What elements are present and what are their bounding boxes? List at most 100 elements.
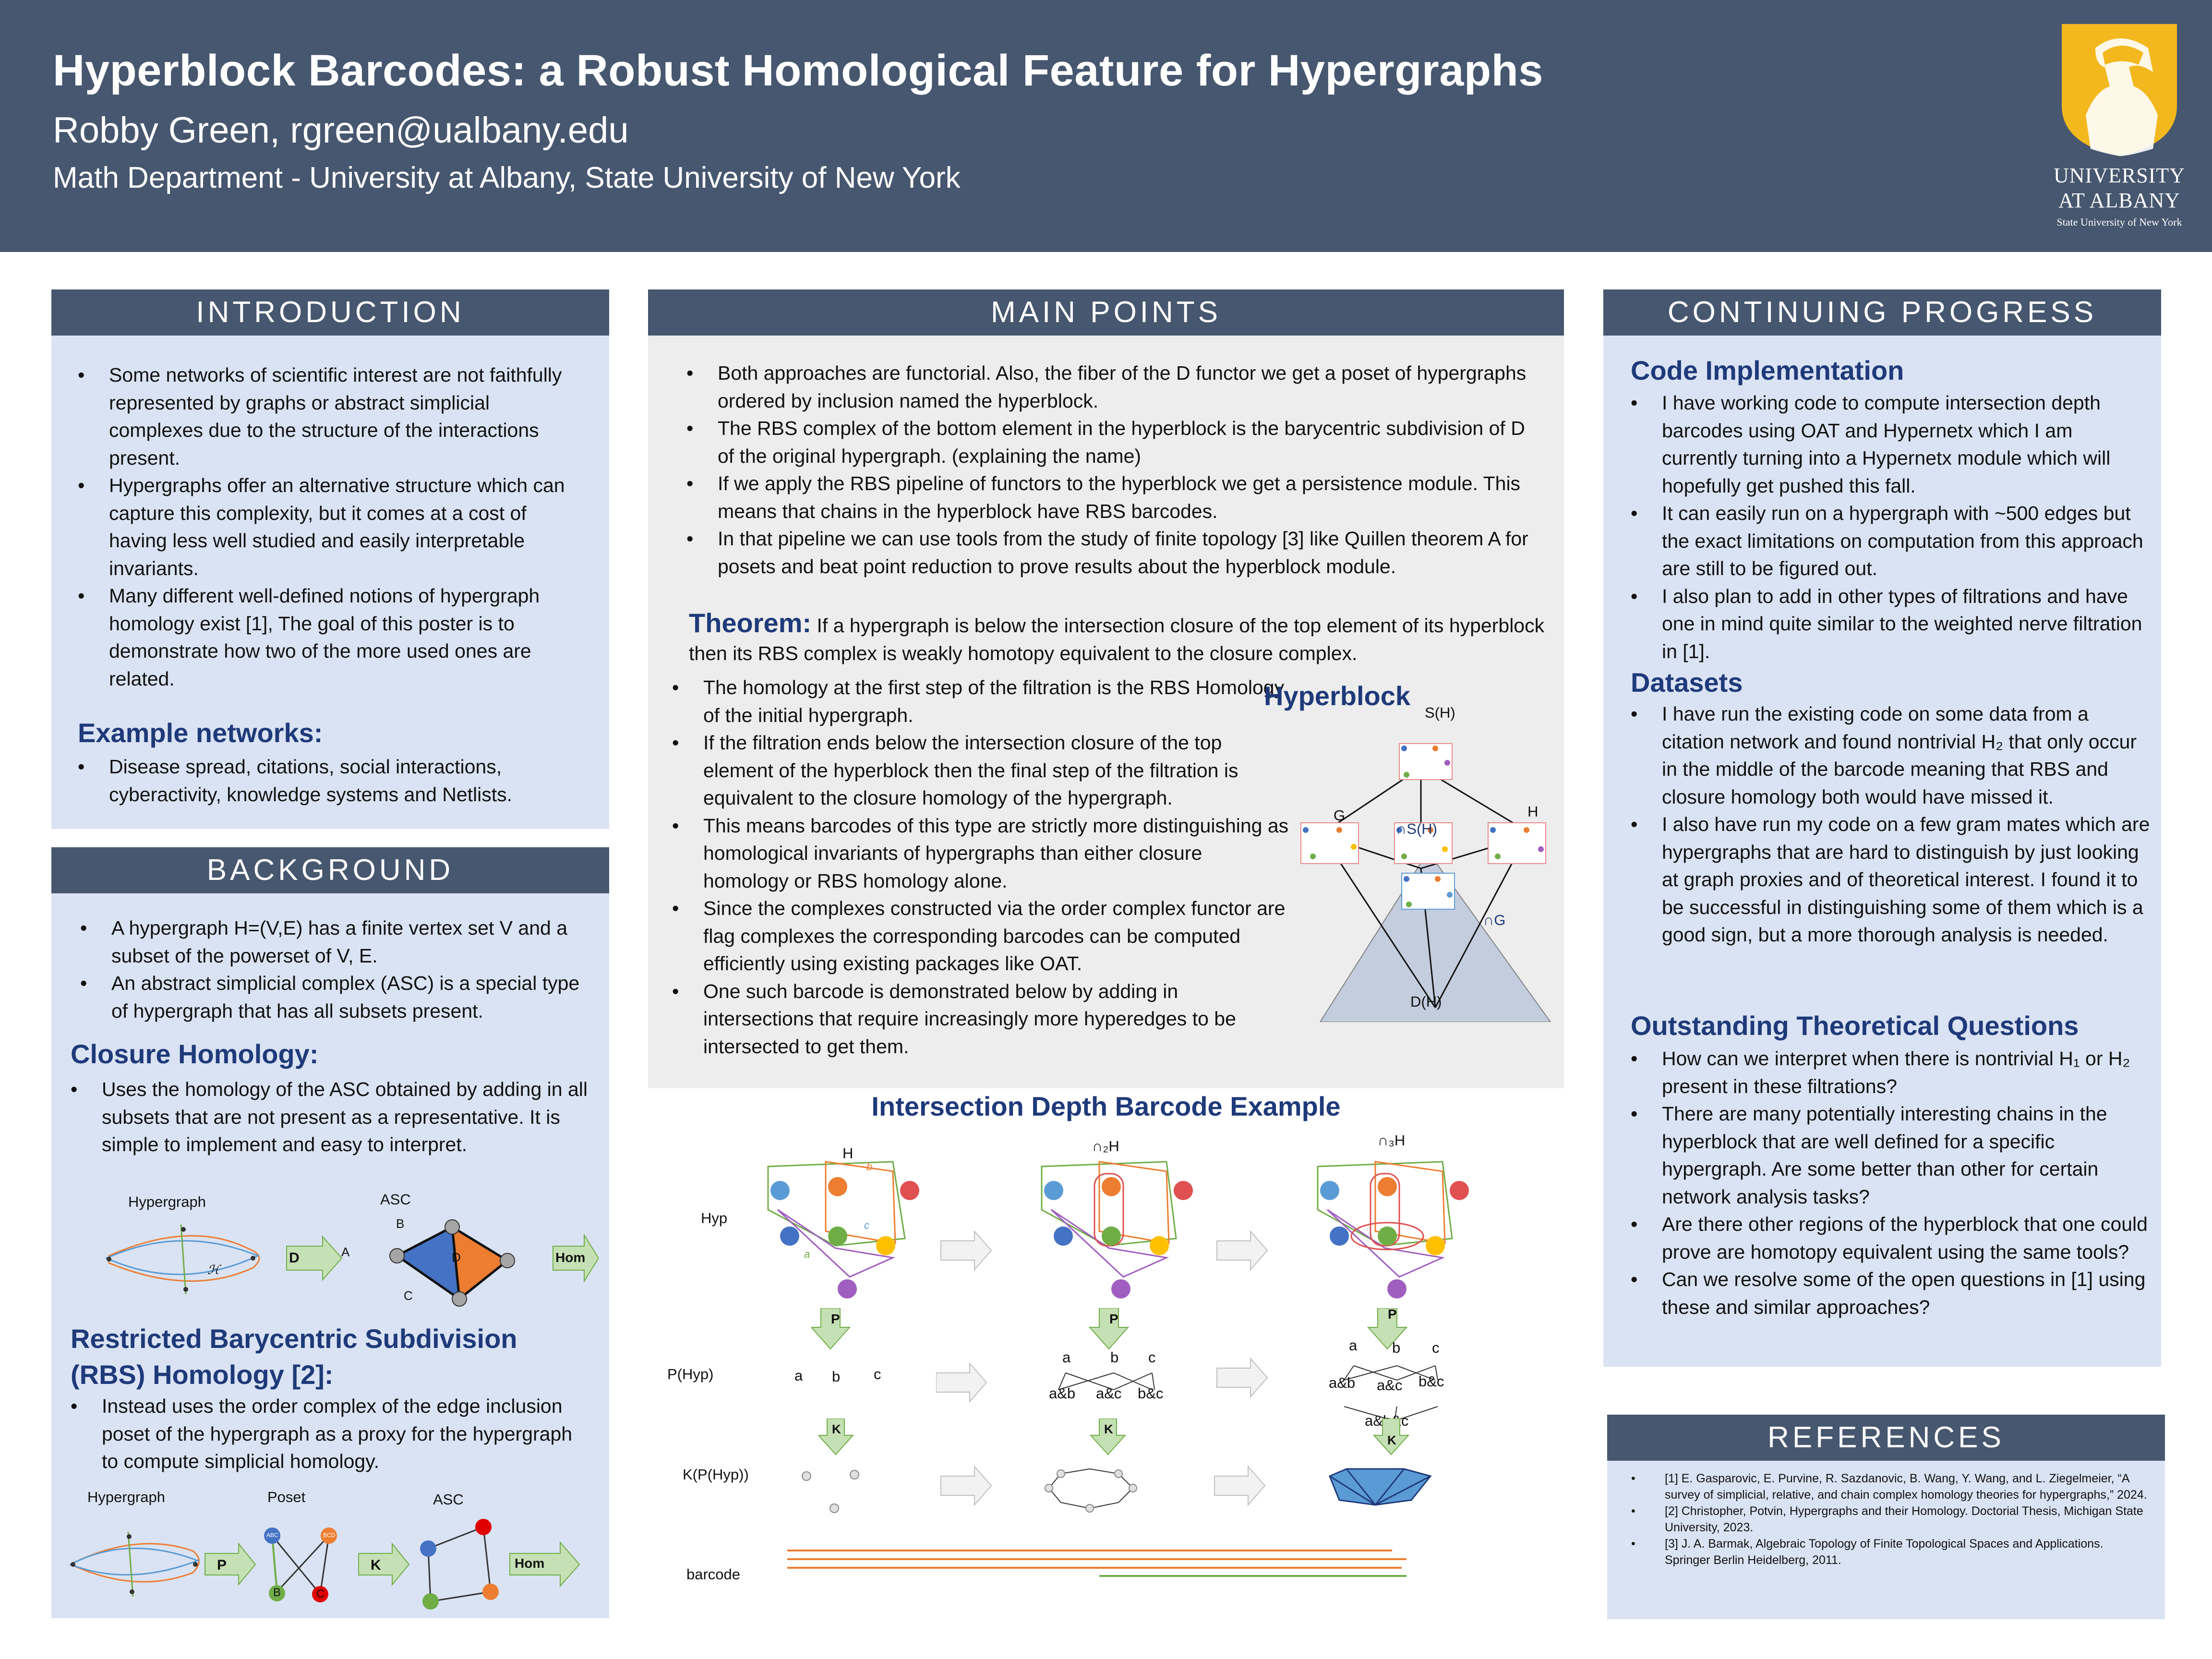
complex-2 <box>1045 1468 1137 1513</box>
rbs-heading: Restricted Barycentric Subdivision (RBS)… <box>71 1321 517 1393</box>
main-points-panel: Both approaches are functorial. Also, th… <box>648 336 1564 1088</box>
right-arrow-icon <box>553 1233 599 1283</box>
poset2-ac: a&c <box>1096 1385 1122 1402</box>
down-arrow-icon <box>811 1308 851 1350</box>
hom-label-2: Hom <box>515 1556 545 1571</box>
right-arrow-icon <box>940 1230 992 1271</box>
right-arrow-icon <box>204 1542 256 1586</box>
functor-d-label: D <box>289 1250 300 1266</box>
rbs-diagram <box>69 1519 580 1610</box>
hypergraph-intersect2 <box>1041 1161 1193 1298</box>
questions-bullets: How can we interpret when there is nontr… <box>1631 1045 2149 1321</box>
closure-bullets: Uses the homology of the ASC obtained by… <box>71 1076 589 1159</box>
logo-suny-text: State University of New York <box>2056 216 2182 228</box>
diagram2-poset-label: Poset <box>267 1489 306 1505</box>
code-implementation-heading: Code Implementation <box>1631 355 1904 385</box>
right-arrow-icon <box>358 1542 410 1586</box>
list-item: It can easily run on a hypergraph with ~… <box>1631 500 2149 583</box>
poset3-b: b <box>1392 1339 1401 1356</box>
asc-node-d: D <box>452 1250 461 1264</box>
poset2-bc: b&c <box>1138 1385 1164 1402</box>
list-item: The RBS complex of the bottom element in… <box>686 415 1546 470</box>
list-item: I have run the existing code on some dat… <box>1631 700 2154 811</box>
list-item: Both approaches are functorial. Also, th… <box>686 360 1546 415</box>
p-label-2: P <box>1109 1311 1118 1326</box>
complex-1 <box>802 1470 859 1513</box>
row-label-hyp: Hyp <box>701 1210 728 1226</box>
closure-diagram <box>105 1219 599 1307</box>
asc-drawing <box>389 1219 515 1307</box>
logo-albany-text: AT ALBANY <box>2058 189 2180 212</box>
closure-homology-heading: Closure Homology: <box>71 1039 319 1069</box>
column-label-intersect2: ∩₂H <box>1092 1138 1119 1154</box>
poset-edges <box>936 1357 1438 1421</box>
down-arrow-icon <box>818 1419 854 1455</box>
list-item: One such barcode is demonstrated below b… <box>672 978 1291 1061</box>
right-arrow-icon <box>509 1541 580 1587</box>
poset3-ab: a&b <box>1329 1374 1356 1391</box>
k-label-2: K <box>1104 1422 1113 1436</box>
hypergraph-thumbnail <box>1300 822 1359 864</box>
edge-label-b: b <box>866 1161 873 1173</box>
list-item: A hypergraph H=(V,E) has a finite vertex… <box>80 914 589 970</box>
reference-item: [1] E. Gasparovic, E. Purvine, R. Sazdan… <box>1631 1470 2150 1503</box>
list-item: In that pipeline we can use tools from t… <box>686 525 1546 580</box>
hypergraph-drawing <box>69 1531 200 1597</box>
poset2-a: a <box>1062 1349 1071 1366</box>
background-bullets: A hypergraph H=(V,E) has a finite vertex… <box>80 914 589 1025</box>
poset3-ac: a&c <box>1377 1377 1403 1394</box>
down-arrow-icon <box>1089 1419 1127 1455</box>
references-panel: [1] E. Gasparovic, E. Purvine, R. Sazdan… <box>1607 1461 2165 1619</box>
questions-heading: Outstanding Theoretical Questions <box>1631 1010 2079 1041</box>
order-complex-drawing <box>420 1519 499 1610</box>
poset-node-abc: ABC <box>266 1532 278 1539</box>
k-functor-arrows <box>818 1419 1410 1455</box>
list-item: An abstract simplicial complex (ASC) is … <box>80 970 589 1025</box>
right-arrow-icon <box>1214 1465 1266 1506</box>
poset1-a: a <box>794 1367 803 1384</box>
barcode-example-title: Intersection Depth Barcode Example <box>871 1091 1341 1121</box>
list-item: If we apply the RBS pipeline of functors… <box>686 470 1546 525</box>
right-arrow-icon <box>286 1235 343 1281</box>
poset2-c: c <box>1148 1349 1156 1366</box>
logo-university-text: UNIVERSITY <box>2054 164 2185 187</box>
diagram2-asc-label: ASC <box>433 1491 464 1508</box>
theorem-label: Theorem: <box>689 608 812 638</box>
list-item: If the filtration ends below the interse… <box>672 729 1291 812</box>
main-points-heading: MAIN POINTS <box>648 289 1564 336</box>
main-points-bullets: Both approaches are functorial. Also, th… <box>686 360 1546 580</box>
edge-label-c: c <box>864 1219 869 1231</box>
poset1-c: c <box>874 1366 881 1382</box>
diagram1-hypergraph-label: Hypergraph <box>128 1193 206 1210</box>
poset2-ab: a&b <box>1049 1385 1076 1402</box>
poset-node-b: B <box>273 1586 281 1599</box>
poset-node-c: C <box>316 1587 325 1600</box>
list-item: Instead uses the order complex of the ed… <box>71 1393 589 1476</box>
poset3-c: c <box>1432 1339 1440 1356</box>
hypergraph-sequence <box>767 1161 1469 1298</box>
edge-label-a: a <box>804 1248 810 1260</box>
row-label-poset: P(Hyp) <box>667 1366 714 1382</box>
down-arrow-icon <box>1372 1419 1410 1455</box>
list-item: There are many potentially interesting c… <box>1631 1100 2149 1211</box>
hyperblock-diagram <box>1300 743 1551 1022</box>
theorem-block: Theorem: If a hypergraph is below the in… <box>689 609 1553 667</box>
column-label-intersect3: ∩₃H <box>1378 1132 1406 1149</box>
list-item: The homology at the first step of the fi… <box>672 674 1291 729</box>
row-label-barcode: barcode <box>686 1566 741 1583</box>
example-networks-heading: Example networks: <box>78 718 323 748</box>
k-label-1: K <box>832 1422 841 1436</box>
rbs-bullets: Instead uses the order complex of the ed… <box>71 1393 589 1476</box>
code-bullets: I have working code to compute intersect… <box>1631 389 2149 665</box>
diagram1-asc-label: ASC <box>380 1191 411 1208</box>
diagram2-hypergraph-label: Hypergraph <box>87 1489 165 1505</box>
background-heading: BACKGROUND <box>51 847 609 893</box>
rbs-heading-line1: Restricted Barycentric Subdivision <box>71 1323 517 1354</box>
theorem-text: If a hypergraph is below the intersectio… <box>689 614 1545 664</box>
p-label-3: P <box>1388 1307 1397 1322</box>
functor-k-label: K <box>371 1557 381 1573</box>
introduction-bullets: Some networks of scientific interest are… <box>78 361 587 693</box>
references-list: [1] E. Gasparovic, E. Purvine, R. Sazdan… <box>1631 1470 2150 1568</box>
poset2-b: b <box>1110 1349 1119 1366</box>
down-arrow-icon <box>1367 1308 1408 1350</box>
